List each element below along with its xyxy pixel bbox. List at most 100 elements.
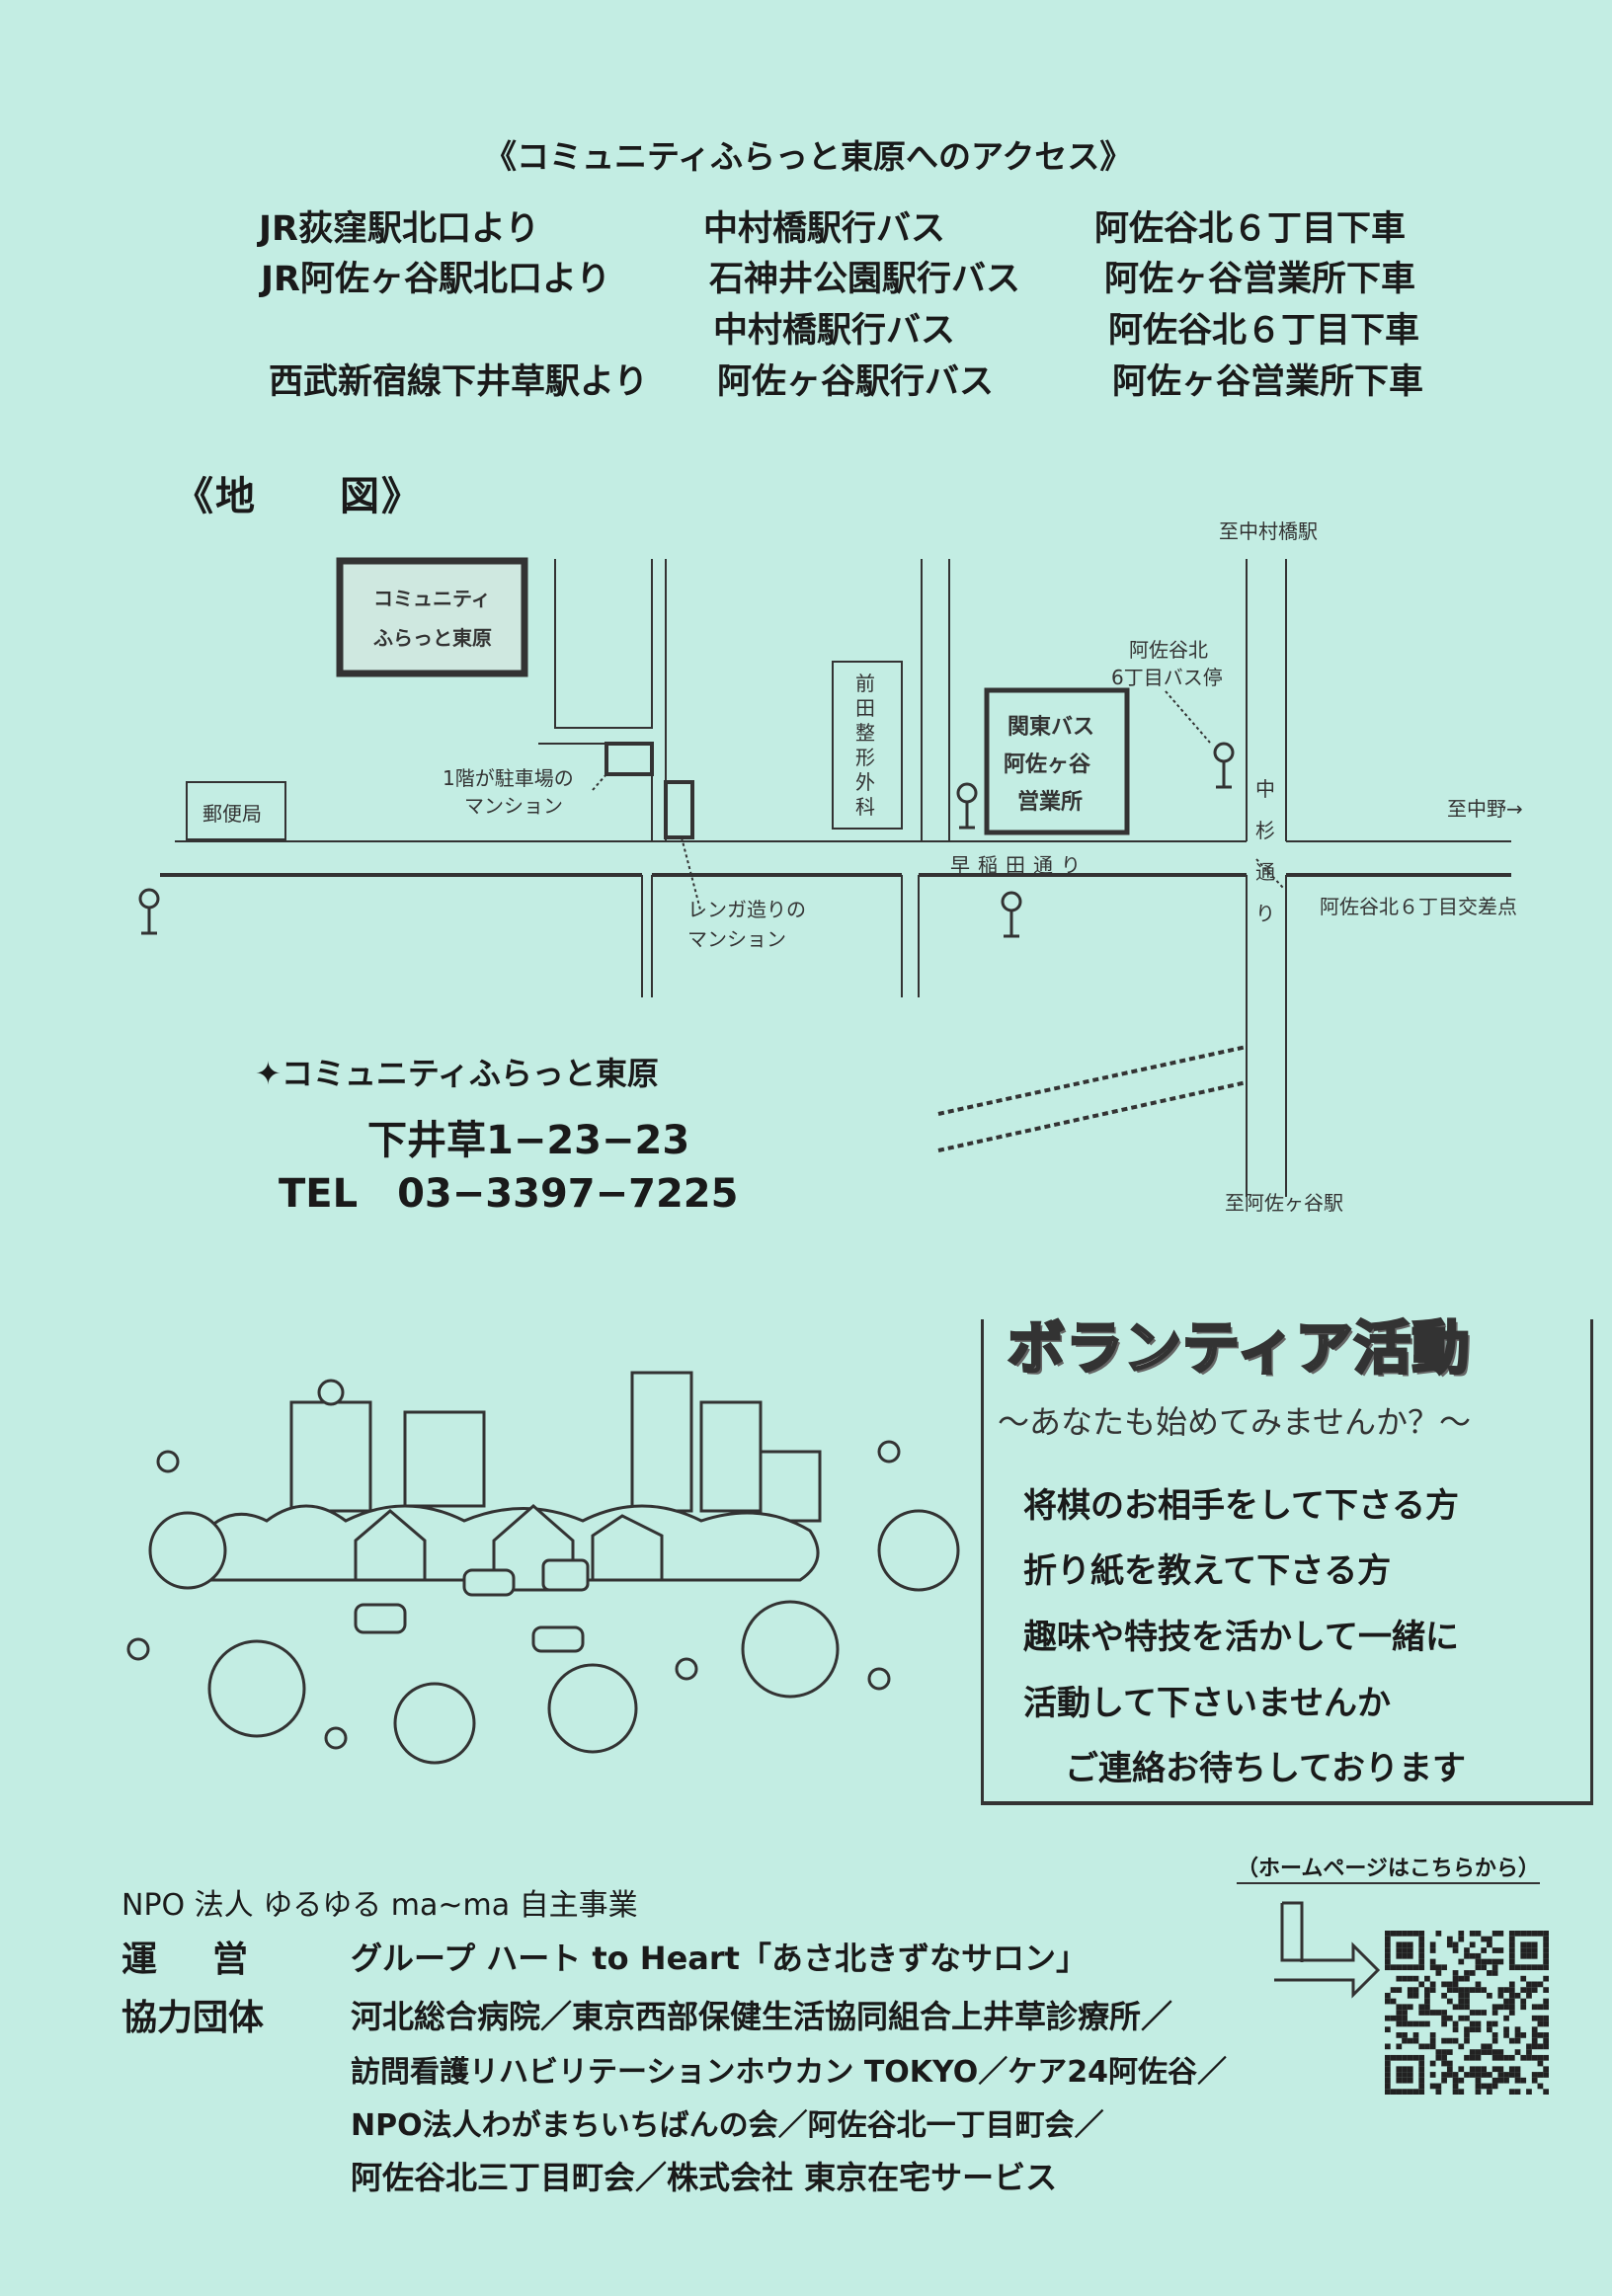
qr-module: [1390, 1987, 1397, 1993]
qr-module: [1520, 2054, 1527, 2061]
qr-module: [1491, 2054, 1498, 2061]
qr-module: [1531, 1981, 1538, 1988]
qr-module: [1385, 2072, 1391, 2078]
qr-module: [1407, 1987, 1413, 1993]
qr-module: [1402, 2010, 1408, 2016]
qr-module: [1481, 1964, 1488, 1971]
qr-module: [1508, 1987, 1515, 1993]
qr-module: [1458, 1975, 1465, 1982]
qr-module: [1537, 2043, 1544, 2050]
qr-module: [1402, 1941, 1408, 1948]
qr-module: [1429, 2060, 1436, 2067]
qr-module: [1424, 2043, 1430, 2050]
qr-module: [1508, 2054, 1515, 2061]
partners-label: 協力団体: [121, 1998, 265, 2038]
qr-module: [1491, 2037, 1498, 2044]
qr-module: [1452, 2089, 1459, 2095]
arrow-icon: [1274, 1901, 1381, 1999]
map-label-brick-mansion: マンション: [687, 927, 786, 951]
qr-module: [1396, 1952, 1403, 1959]
qr-module: [1503, 2015, 1509, 2021]
qr-module: [1418, 1931, 1425, 1937]
face-icon: [741, 1600, 840, 1699]
qr-module: [1508, 1998, 1515, 2005]
qr-module: [1469, 1987, 1476, 1993]
qr-module: [1412, 2089, 1419, 2095]
qr-module: [1407, 1964, 1413, 1971]
qr-module: [1497, 1931, 1504, 1937]
qr-module: [1543, 2054, 1549, 2061]
qr-module: [1458, 2043, 1465, 2050]
qr-module: [1491, 1947, 1498, 1953]
qr-module: [1487, 1941, 1492, 1948]
qr-module: [1537, 2072, 1544, 2078]
qr-module: [1458, 2066, 1465, 2073]
qr-module: [1531, 1964, 1538, 1971]
qr-module: [1497, 2004, 1504, 2011]
access-stop: 阿佐谷北６丁目下車: [1094, 209, 1407, 249]
qr-module: [1491, 2032, 1498, 2038]
qr-module: [1385, 1936, 1391, 1942]
qr-module: [1407, 1931, 1413, 1937]
qr-module: [1458, 2089, 1465, 2095]
qr-module: [1396, 1964, 1403, 1971]
qr-module: [1503, 2077, 1509, 2084]
qr-module: [1481, 1947, 1488, 1953]
qr-module: [1412, 2054, 1419, 2061]
access-bus: 石神井公園駅行バス: [709, 260, 1021, 299]
qr-module: [1475, 2077, 1482, 2084]
qr-module: [1390, 2089, 1397, 2095]
qr-module: [1441, 2010, 1447, 2016]
qr-module: [1435, 2010, 1442, 2016]
qr-module: [1407, 2089, 1413, 2095]
qr-module: [1458, 2077, 1465, 2084]
qr-module: [1497, 1947, 1504, 1953]
qr-module: [1469, 1941, 1476, 1948]
qr-module: [1446, 2015, 1453, 2021]
qr-module: [1390, 2015, 1397, 2021]
volunteer-line: ご連絡お待ちしております: [1065, 1749, 1466, 1788]
qr-module: [1543, 1958, 1549, 1965]
qr-module: [1469, 2049, 1476, 2055]
qr-module: [1446, 1936, 1453, 1942]
face-icon: [148, 1511, 227, 1590]
qr-module: [1487, 1936, 1492, 1942]
qr-module: [1469, 2066, 1476, 2073]
qr-module: [1390, 1964, 1397, 1971]
flower-icon: [867, 1667, 891, 1691]
qr-module: [1446, 1998, 1453, 2005]
street-line: [921, 559, 950, 841]
partner-line: NPO法人わがまちいちばんの会／阿佐谷北一丁目町会／: [351, 2108, 1104, 2143]
qr-module: [1435, 1964, 1442, 1971]
flower-icon: [324, 1726, 348, 1750]
building-icon: [759, 1450, 822, 1523]
qr-module: [1491, 2020, 1498, 2027]
map-label-bus-stop: 6丁目バス停: [1111, 666, 1223, 689]
qr-module: [1464, 2054, 1470, 2061]
qr-module: [1481, 2043, 1488, 2050]
qr-module: [1503, 2032, 1509, 2038]
qr-module: [1412, 2020, 1419, 2027]
qr-module: [1429, 1958, 1436, 1965]
qr-module: [1396, 1947, 1403, 1953]
access-bus: 中村橋駅行バス: [703, 209, 946, 249]
qr-module: [1464, 2032, 1470, 2038]
qr-module: [1458, 1998, 1465, 2005]
qr-module: [1396, 1941, 1403, 1948]
qr-module: [1390, 1998, 1397, 2005]
qr-module: [1508, 2037, 1515, 2044]
qr-module: [1543, 1975, 1549, 1982]
qr-code[interactable]: [1385, 1931, 1549, 2095]
qr-module: [1508, 1992, 1515, 1999]
qr-module: [1481, 2049, 1488, 2055]
qr-module: [1429, 2072, 1436, 2078]
brick-mansion-building: [664, 780, 694, 839]
qr-module: [1491, 2049, 1498, 2055]
map-label-to-nakano: 至中野→: [1447, 797, 1523, 821]
qr-module: [1429, 2043, 1436, 2050]
qr-module: [1452, 1947, 1459, 1953]
qr-module: [1475, 2072, 1482, 2078]
qr-module: [1487, 2049, 1492, 2055]
building-icon: [630, 1371, 693, 1513]
